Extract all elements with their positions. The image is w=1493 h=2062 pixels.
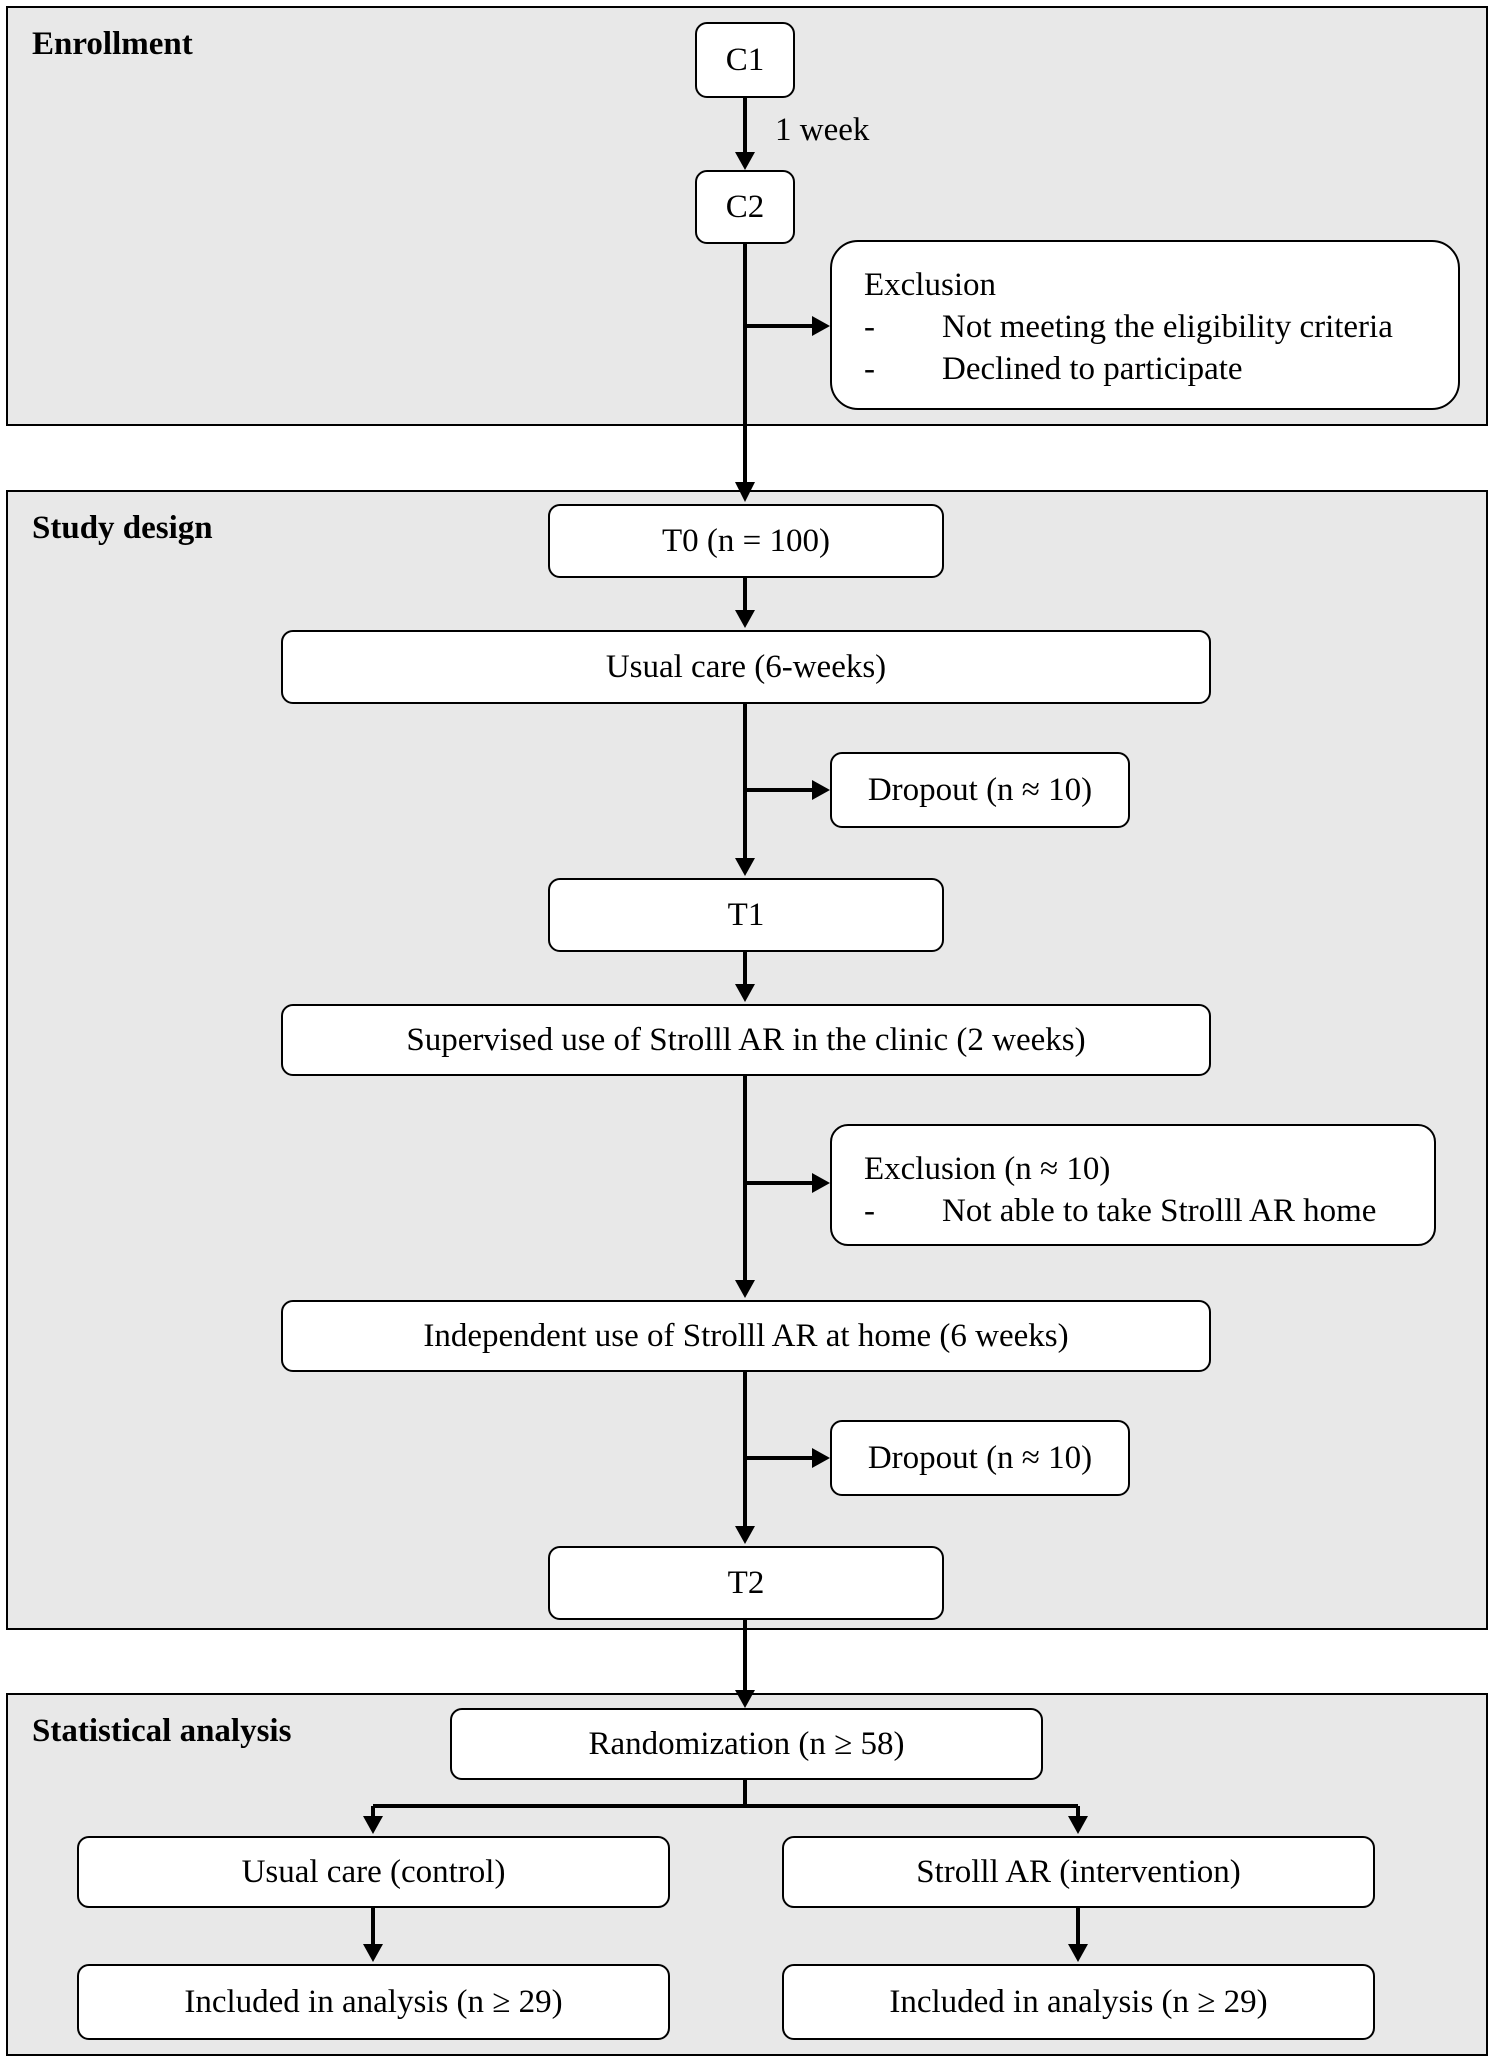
independent-use-box: Independent use of Strolll AR at home (6… [281,1300,1211,1372]
dropout-box-1: Dropout (n ≈ 10) [830,752,1130,828]
exclusion-item: - Declined to participate [864,351,1243,387]
c1-box: C1 [695,22,795,98]
arrowhead-independent [735,1280,755,1298]
usual-care-control-box: Usual care (control) [77,1836,670,1908]
study-design-title: Study design [32,510,213,546]
exclusion-title: Exclusion [864,267,996,303]
arrowhead-usual [735,610,755,628]
t0-box: T0 (n = 100) [548,504,944,578]
supervised-use-box: Supervised use of Strolll AR in the clin… [281,1004,1211,1076]
arrowhead-included-control [363,1944,383,1962]
exclusion-item: - Not meeting the eligibility criteria [864,309,1393,345]
arrowhead-control [363,1816,383,1834]
arrowhead-randomization [735,1690,755,1708]
arrowhead-c2 [735,152,755,170]
exclusion-item: - Not able to take Strolll AR home [864,1193,1377,1229]
arrowhead-exclusion2 [812,1173,830,1193]
randomization-box: Randomization (n ≥ 58) [450,1708,1043,1780]
arrowhead-exclusion1 [812,316,830,336]
arrowhead-t1 [735,858,755,876]
c2-box: C2 [695,170,795,244]
strolll-intervention-box: Strolll AR (intervention) [782,1836,1375,1908]
exclusion-box-enrollment: Exclusion - Not meeting the eligibility … [830,240,1460,410]
arrowhead-intervention [1068,1816,1088,1834]
usual-care-box: Usual care (6-weeks) [281,630,1211,704]
exclusion-title: Exclusion (n ≈ 10) [864,1151,1111,1187]
included-analysis-control-box: Included in analysis (n ≥ 29) [77,1964,670,2040]
statistical-analysis-title: Statistical analysis [32,1713,292,1749]
arrowhead-t2 [735,1526,755,1544]
arrowhead-included-intervention [1068,1944,1088,1962]
dropout-box-2: Dropout (n ≈ 10) [830,1420,1130,1496]
t1-box: T1 [548,878,944,952]
exclusion-box-study: Exclusion (n ≈ 10) - Not able to take St… [830,1124,1436,1246]
arrowhead-supervised [735,984,755,1002]
included-analysis-intervention-box: Included in analysis (n ≥ 29) [782,1964,1375,2040]
arrowhead-t0 [735,482,755,502]
arrowhead-dropout1 [812,780,830,800]
arrowhead-dropout2 [812,1448,830,1468]
enrollment-title: Enrollment [32,26,193,62]
t2-box: T2 [548,1546,944,1620]
week-note: 1 week [775,112,870,148]
